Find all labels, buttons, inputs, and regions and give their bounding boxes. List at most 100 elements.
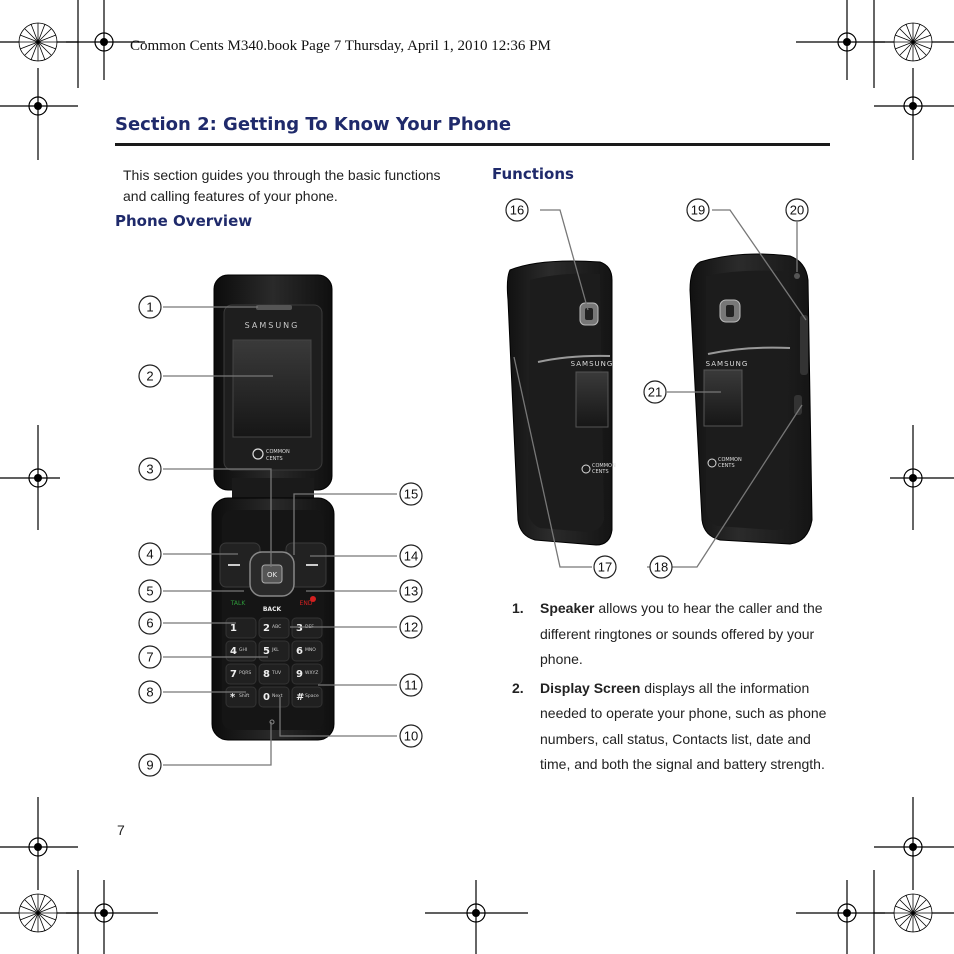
list-item-number: 1. — [512, 600, 524, 616]
callout-21: 21 — [643, 380, 667, 404]
key-9 — [291, 663, 323, 685]
key-letters: PQRS — [239, 670, 251, 676]
callout-number: 11 — [404, 678, 418, 693]
key-digit: # — [296, 692, 304, 703]
callout-14: 14 — [399, 544, 423, 568]
key-letters: GHI — [239, 647, 247, 653]
key-# — [291, 686, 323, 708]
key-digit: 9 — [296, 669, 303, 680]
key-0 — [258, 686, 290, 708]
key-7 — [225, 663, 257, 685]
callout-number: 16 — [510, 203, 524, 218]
list-item-text: displays all the information needed to o… — [540, 679, 827, 773]
running-head: Common Cents M340.book Page 7 Thursday, … — [130, 38, 551, 54]
callout-9: 9 — [138, 753, 162, 777]
key-letters: Space — [305, 693, 319, 699]
common-label-front: COMMON — [592, 463, 616, 469]
key-digit: 1 — [230, 623, 237, 634]
list-item: 1. Speaker allows you to hear the caller… — [512, 596, 832, 673]
key-letters: MNO — [305, 647, 316, 653]
end-label: END — [300, 600, 313, 607]
callout-number: 17 — [598, 560, 612, 575]
key-letters: ABC — [272, 624, 281, 630]
callout-12: 12 — [399, 615, 423, 639]
closed-phone-front-illustration: SAMSUNG COMMON CENTS — [506, 260, 616, 546]
callout-number: 7 — [146, 650, 153, 665]
callout-number: 14 — [404, 549, 418, 564]
functions-heading: Functions — [492, 165, 574, 183]
key-digit: 2 — [263, 623, 270, 634]
brand-label: SAMSUNG — [245, 321, 300, 330]
callout-number: 19 — [691, 203, 705, 218]
common-label-side: COMMON — [718, 457, 742, 463]
callout-number: 2 — [146, 369, 153, 384]
list-item-text: allows you to hear the caller and the di… — [540, 600, 823, 667]
key-digit: 4 — [230, 646, 237, 657]
callout-13: 13 — [399, 579, 423, 603]
callout-number: 5 — [146, 584, 153, 599]
key-digit: * — [230, 692, 236, 703]
title-rule — [115, 143, 830, 146]
callout-4: 4 — [138, 542, 162, 566]
closed-phone-side-illustration: SAMSUNG COMMON CENTS — [689, 253, 813, 545]
key-letters: Next — [272, 693, 283, 699]
callout-number: 12 — [404, 620, 418, 635]
callout-18: 18 — [649, 555, 673, 579]
cents-label-front: CENTS — [592, 469, 609, 475]
brand-label-side: SAMSUNG — [706, 360, 749, 368]
callout-3: 3 — [138, 457, 162, 481]
callout-number: 20 — [790, 203, 804, 218]
key-digit: 3 — [296, 623, 303, 634]
callout-number: 6 — [146, 616, 153, 631]
callout-19: 19 — [686, 198, 710, 222]
callout-number: 3 — [146, 462, 153, 477]
phone-overview-heading: Phone Overview — [115, 212, 253, 230]
callout-number: 4 — [146, 547, 153, 562]
key-letters: JKL — [271, 647, 279, 653]
page-number: 7 — [117, 822, 125, 838]
callout-number: 18 — [654, 560, 668, 575]
key-digit: 5 — [263, 646, 270, 657]
talk-label: TALK — [230, 600, 247, 607]
callout-2: 2 — [138, 364, 162, 388]
list-item-term: Display Screen — [540, 679, 641, 696]
key-digit: 0 — [263, 692, 270, 703]
intro-paragraph: This section guides you through the basi… — [123, 167, 441, 204]
callout-1: 1 — [138, 295, 162, 319]
callout-number: 21 — [648, 385, 662, 400]
callout-5: 5 — [138, 579, 162, 603]
callout-15: 15 — [399, 482, 423, 506]
key-2 — [258, 617, 290, 639]
functions-list: 1. Speaker allows you to hear the caller… — [512, 596, 832, 781]
back-label: BACK — [263, 606, 282, 613]
callout-16: 16 — [505, 198, 529, 222]
key-letters: TUV — [271, 670, 282, 676]
callout-20: 20 — [785, 198, 809, 222]
key-4 — [225, 640, 257, 662]
callout-number: 13 — [404, 584, 418, 599]
callout-6: 6 — [138, 611, 162, 635]
callout-7: 7 — [138, 645, 162, 669]
key-digit: 8 — [263, 669, 270, 680]
key-5 — [258, 640, 290, 662]
callout-number: 10 — [404, 729, 418, 744]
list-item: 2. Display Screen displays all the infor… — [512, 676, 832, 778]
section-title: Section 2: Getting To Know Your Phone — [115, 114, 512, 135]
callout-17: 17 — [593, 555, 617, 579]
callout-8: 8 — [138, 680, 162, 704]
cents-label-side: CENTS — [718, 463, 735, 469]
key-3 — [291, 617, 323, 639]
key-digit: 6 — [296, 646, 303, 657]
key-digit: 7 — [230, 669, 237, 680]
key-letters: WXYZ — [305, 670, 318, 676]
key-letters: Shift — [239, 693, 249, 699]
callout-leader-lines — [163, 209, 807, 766]
cents-label: CENTS — [266, 456, 283, 462]
list-item-number: 2. — [512, 679, 524, 696]
callout-number: 8 — [146, 685, 153, 700]
